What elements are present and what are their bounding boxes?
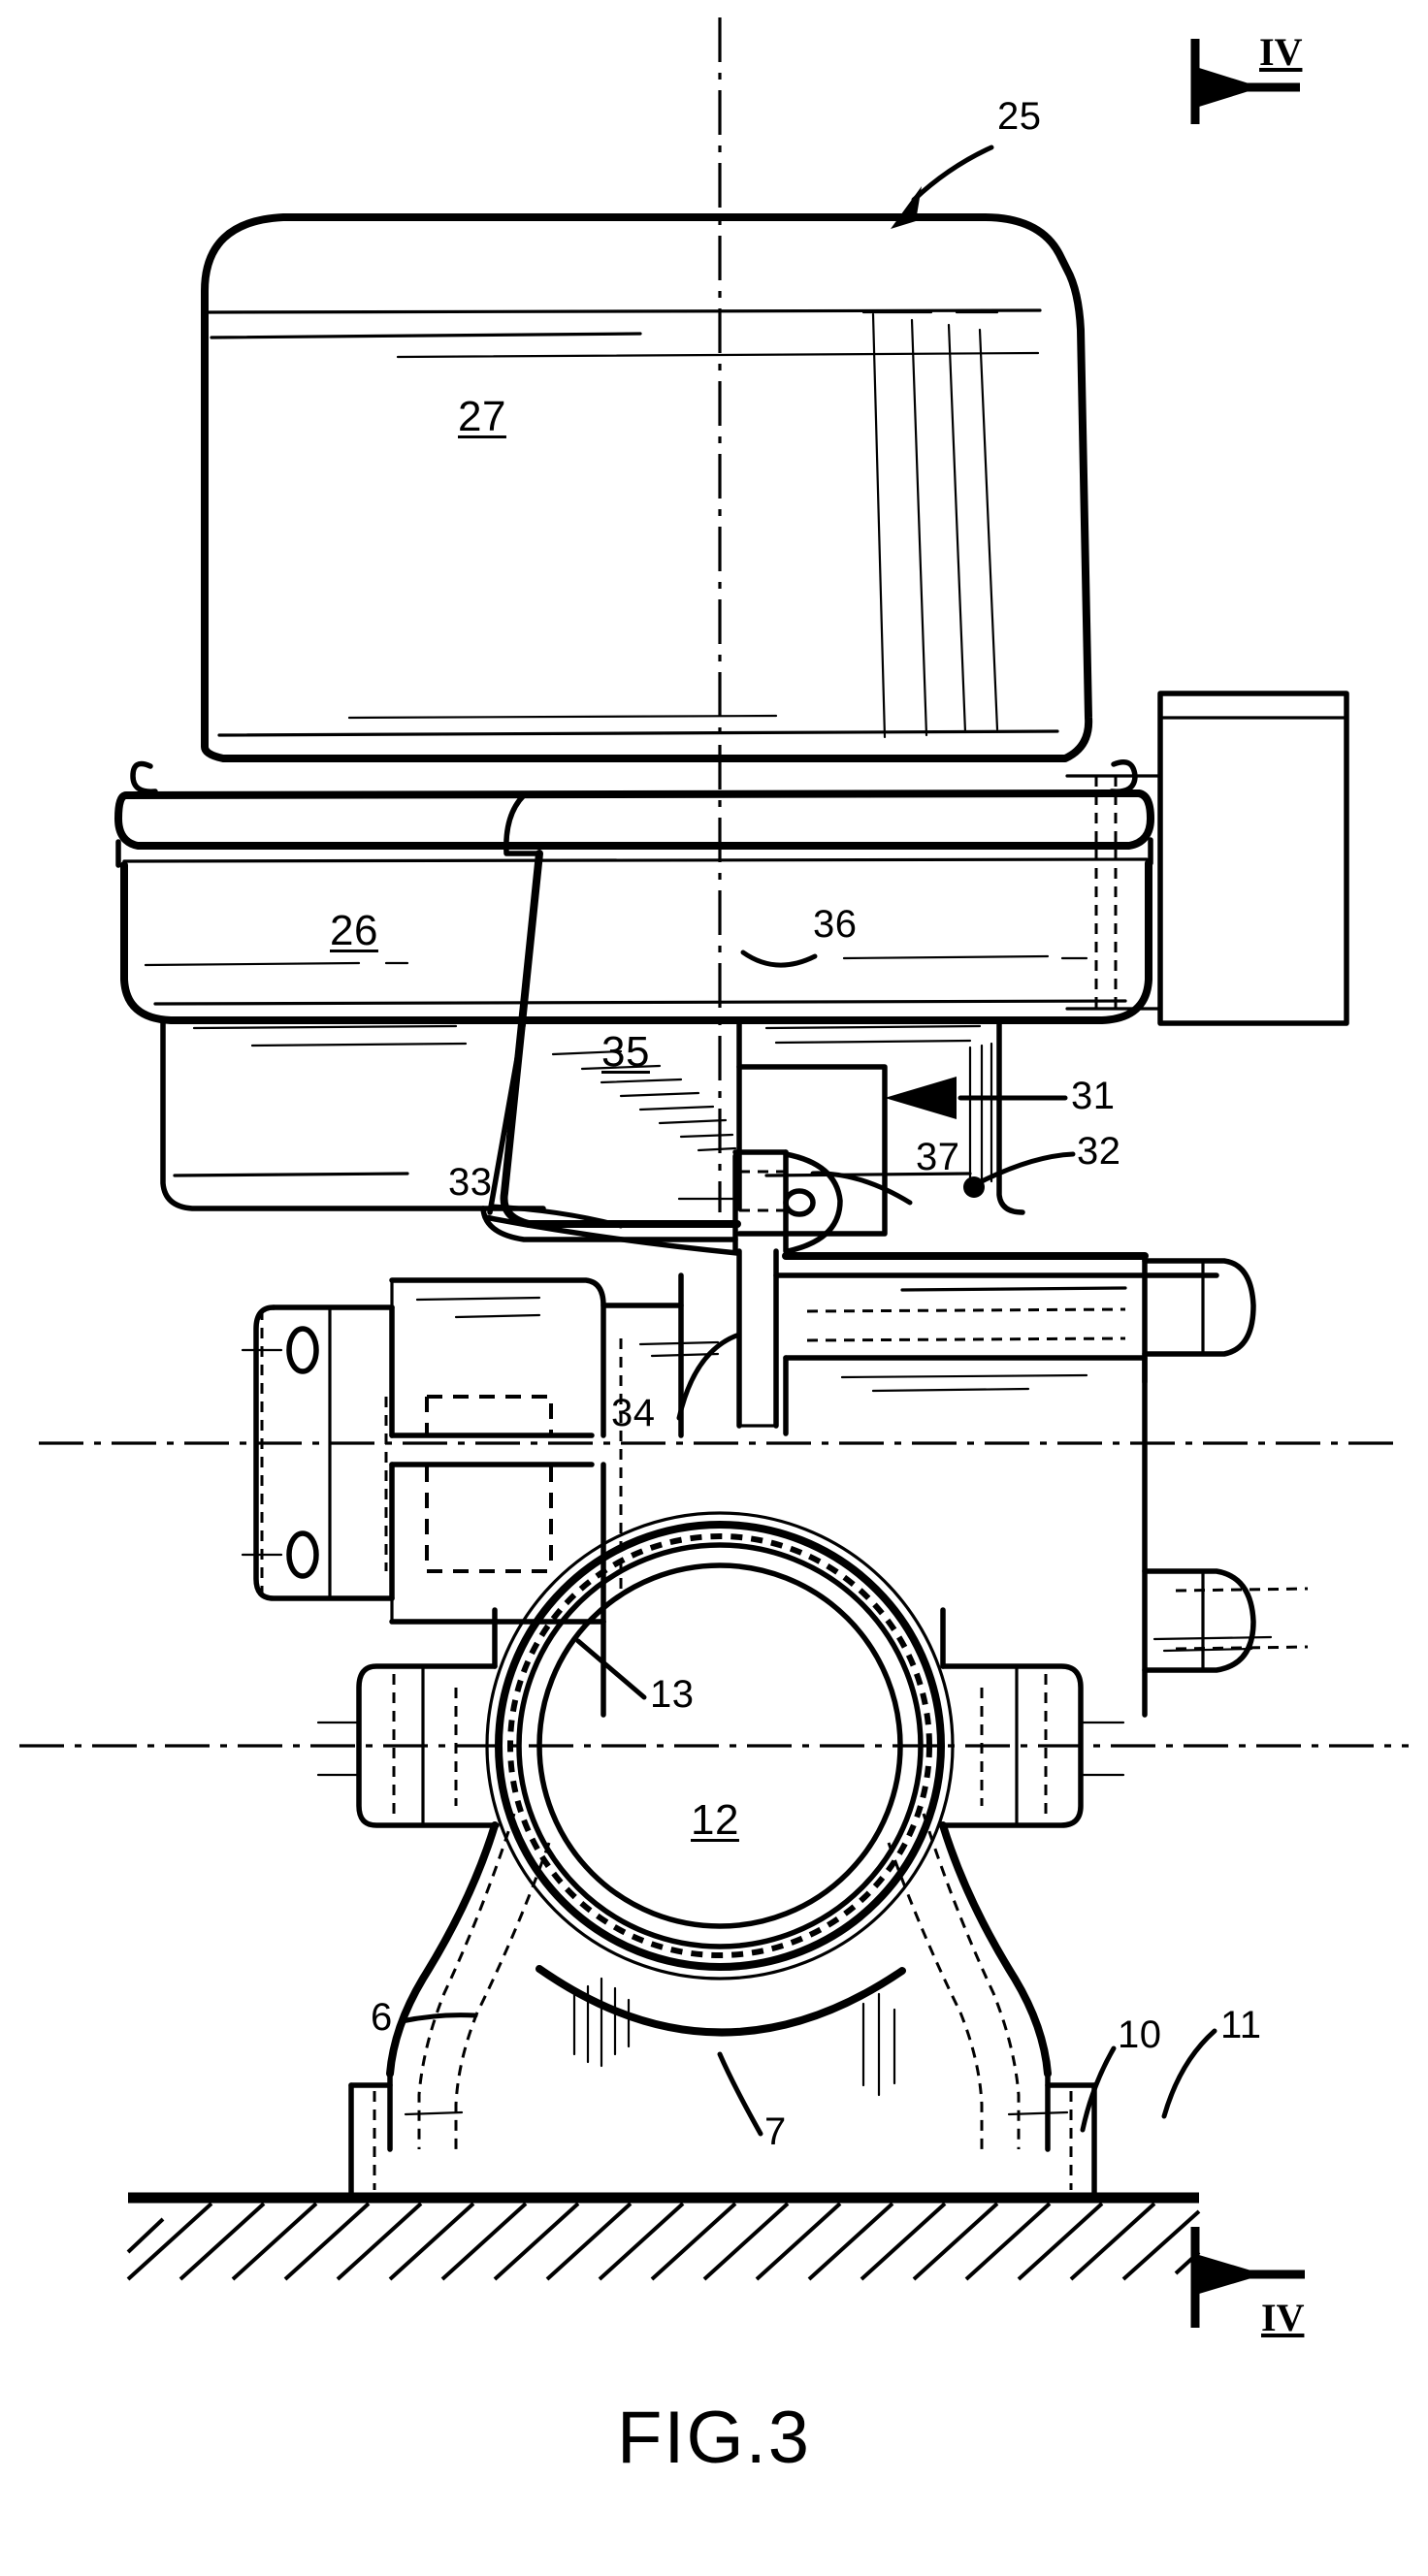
ref-numeral-6: 6 — [371, 1996, 393, 2039]
ref-numeral-33: 33 — [448, 1161, 493, 1204]
ref-numeral-10: 10 — [1118, 2013, 1162, 2056]
actuator-upper-cover — [201, 213, 1093, 762]
ref-numeral-26: 26 — [330, 907, 378, 954]
leader-lines — [399, 145, 1217, 2137]
valve-seat-circles — [485, 1511, 955, 1980]
valve-body-main — [19, 1248, 1409, 1748]
ground-surface — [126, 2192, 1201, 2281]
ref-numeral-11: 11 — [1220, 2004, 1262, 2046]
actuator-lower-housing — [120, 859, 1152, 1215]
section-label-iv-top: IV — [1259, 30, 1303, 74]
ref-numeral-37: 37 — [916, 1136, 960, 1178]
ref-numeral-12: 12 — [691, 1796, 739, 1844]
figure-label: FIG.3 — [616, 2397, 812, 2479]
ref-numeral-7: 7 — [764, 2110, 787, 2153]
section-label-iv-bottom: IV — [1261, 2296, 1305, 2339]
valve-body-side-bosses — [316, 1607, 1125, 1828]
section-marker-top — [1190, 39, 1300, 124]
actuator-skirt-walls — [160, 1017, 982, 1215]
side-accessory-box — [1065, 691, 1349, 1026]
ref-numeral-25: 25 — [997, 95, 1042, 138]
section-marker-bottom — [1190, 2227, 1305, 2328]
valve-body-lower-skirt — [348, 1813, 1097, 2199]
ref-numeral-27: 27 — [458, 393, 506, 440]
ref-numeral-36: 36 — [813, 903, 858, 946]
ref-numeral-32: 32 — [1077, 1130, 1121, 1173]
ref-numeral-34: 34 — [611, 1392, 656, 1434]
ground-hatching — [126, 2202, 1201, 2281]
ref-numeral-13: 13 — [650, 1673, 695, 1716]
coupling-assembly — [482, 1064, 888, 1256]
actuator-flange-collar — [114, 759, 1154, 868]
ref-numeral-31: 31 — [1071, 1075, 1116, 1117]
ref-numeral-35: 35 — [601, 1028, 650, 1076]
